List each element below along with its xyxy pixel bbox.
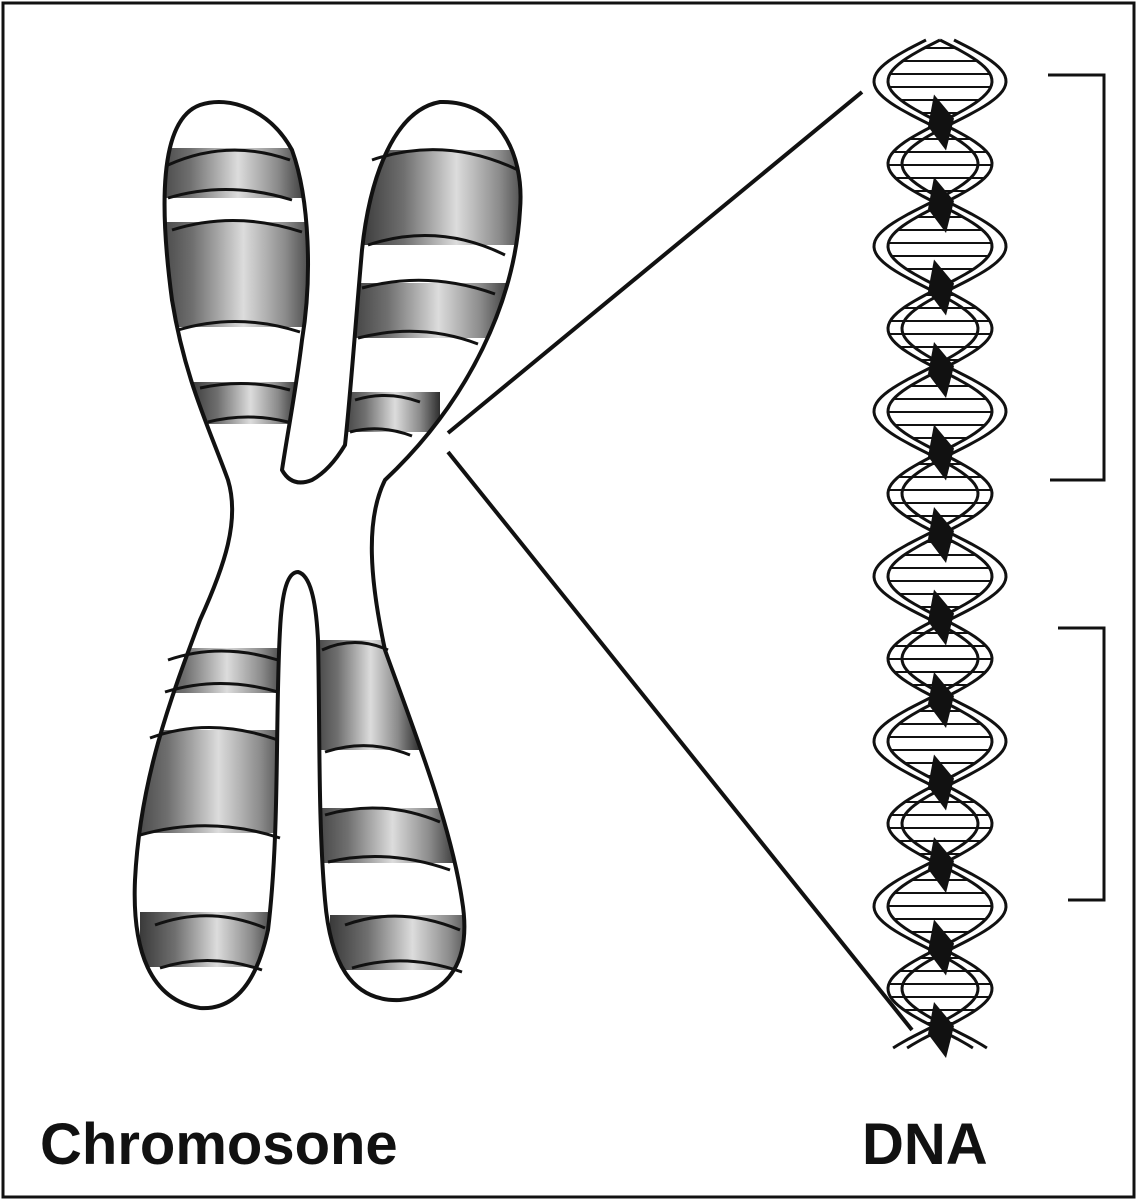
chromosome-band	[150, 222, 320, 327]
chromosome-band	[310, 808, 460, 863]
dna-bracket-upper	[1048, 73, 1106, 482]
chromosome-band	[134, 730, 295, 833]
helix-crossing	[928, 919, 954, 976]
helix-crossing	[928, 342, 954, 398]
chromosome-label: Chromosone	[40, 1112, 398, 1177]
helix-crossing	[928, 1002, 954, 1058]
chromosome-band	[360, 150, 521, 245]
helix-crossing	[928, 672, 954, 728]
helix-crossing	[928, 259, 954, 316]
dna-double-helix	[872, 38, 1008, 1058]
helix-crossing	[928, 754, 954, 811]
helix-crossing	[928, 94, 954, 151]
chromosome-band-edges	[139, 148, 519, 974]
zoom-lines	[446, 90, 914, 1032]
dna-bracket-lower	[1058, 626, 1106, 902]
chromosome-band	[340, 392, 440, 432]
helix-crossing	[928, 424, 954, 481]
zoom-line-lower	[446, 450, 914, 1032]
dna-strand-a	[900, 38, 1008, 1050]
dna-strand-b	[872, 38, 980, 1050]
helix-crossing	[928, 177, 954, 233]
helix-crossing	[928, 589, 954, 646]
dna-label: DNA	[862, 1112, 988, 1177]
dna-brackets	[1048, 73, 1106, 902]
helix-crossing	[928, 507, 954, 563]
helix-crossing	[928, 837, 954, 893]
chromosome-outline	[132, 99, 523, 1011]
zoom-line-upper	[446, 90, 864, 435]
